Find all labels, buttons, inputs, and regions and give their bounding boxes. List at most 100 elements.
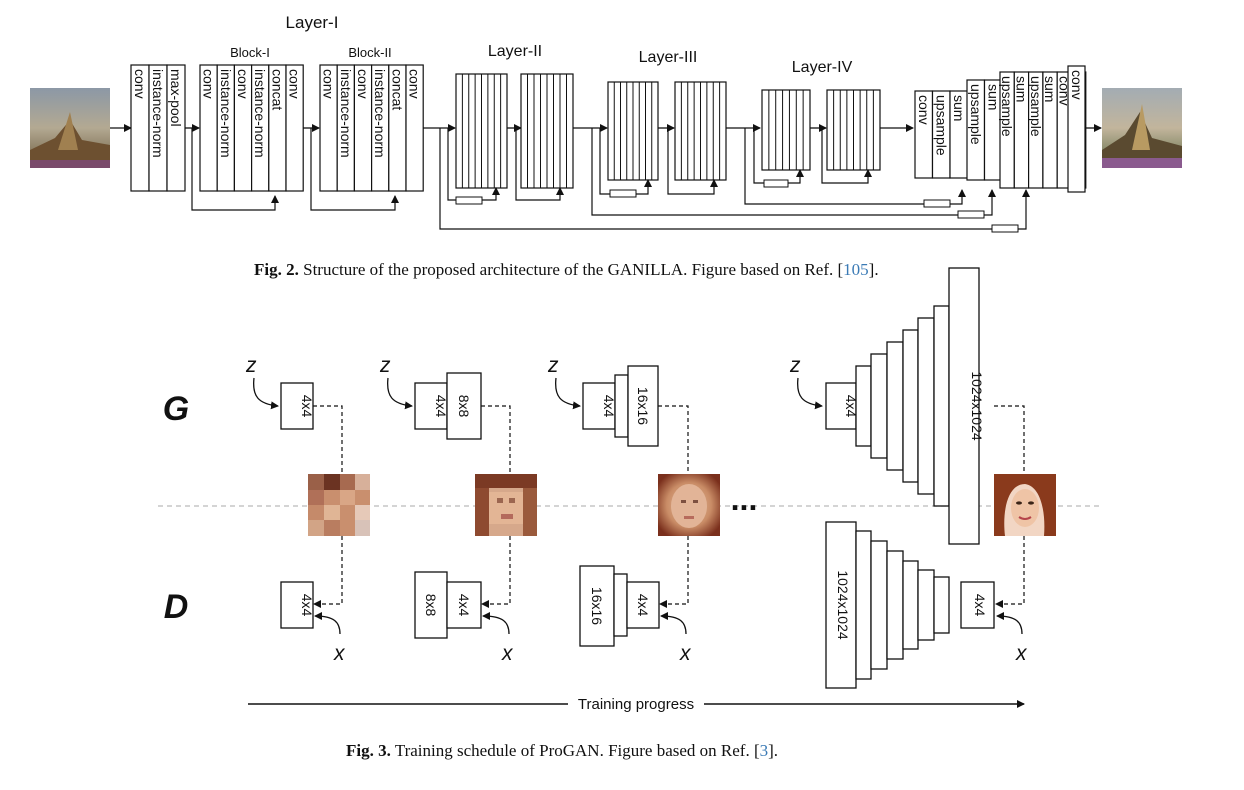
decoder-block-c: upsamplesumupsamplesumconvconvconv [999, 65, 1087, 193]
stage-2: z 4x4 8x8 8x8 4x4 x [379, 354, 537, 665]
d-pyramid-layer [855, 530, 872, 680]
layer-2-block-a [455, 73, 508, 189]
d-pyramid [825, 521, 995, 689]
training-progress-label: Training progress [578, 696, 694, 713]
generator-label: G [163, 390, 189, 428]
d-pyramid-layer [933, 576, 950, 634]
block-1-label: conv [235, 69, 251, 99]
stem-label: conv [132, 69, 148, 99]
x-label: x [501, 642, 514, 665]
d-pyramid-layer [902, 560, 919, 650]
block-2-skip [310, 128, 399, 211]
block-2-label: conv [407, 69, 423, 99]
g-stage-4-box-0: 4x4 [843, 395, 859, 418]
block-1-label: concat [269, 69, 285, 110]
block-2-label: concat [389, 69, 405, 110]
layer-2-title: Layer-II [488, 43, 542, 60]
block-2-title: Block-II [348, 45, 391, 60]
d-pyramid-layer [870, 540, 888, 670]
block-1-label: conv [201, 69, 217, 99]
block-2-label: conv [355, 69, 371, 99]
discriminator-label: D [164, 588, 189, 626]
layer-3-title: Layer-III [639, 49, 698, 66]
fig3-caption-text: Training schedule of ProGAN. Figure base… [394, 741, 760, 760]
x-label: x [679, 642, 692, 665]
z-label: z [379, 354, 391, 377]
decoder-b-label: upsample [968, 84, 984, 145]
block-1-title: Block-I [230, 45, 270, 60]
g-stage-4-box-1: 1024x1024 [969, 371, 985, 441]
input-landscape-image [30, 88, 110, 168]
decoder-b-label: sum [985, 84, 1001, 110]
d-stage-4-box-1: 4x4 [972, 594, 988, 617]
d-pyramid-layer [960, 581, 995, 629]
fig3-caption-ref-link[interactable]: 3 [759, 741, 769, 760]
d-stage-3-box-0: 16x16 [589, 587, 605, 625]
block-1-label: conv [287, 69, 303, 99]
block-2-label: conv [321, 69, 337, 99]
fig2-caption-text: Structure of the proposed architecture o… [303, 260, 844, 279]
stage-4: z 4x4 1024x1024 1024x1024 4x4 x [789, 267, 1056, 689]
stem-label: max-pool [168, 69, 184, 127]
decoder-c-label: sum [1042, 76, 1058, 102]
stage-1: z 4x4 4x4 x [245, 354, 370, 665]
stem-label: instance-norm [150, 69, 166, 158]
g-stage-2-box-1: 8x8 [456, 395, 472, 418]
fig2-caption: Fig. 2. Structure of the proposed archit… [254, 260, 879, 280]
d-stage-1-box-0: 4x4 [299, 594, 315, 617]
layer-3-block-a [607, 81, 659, 181]
layer-4-a-frame [761, 89, 811, 171]
decoder-c-final-cell [1067, 65, 1086, 193]
fig2-caption-ref-link[interactable]: 105 [843, 260, 869, 279]
fig2-caption-label: Fig. 2. [254, 260, 299, 279]
face-4x4-image [308, 474, 370, 536]
z-label: z [547, 354, 559, 377]
block-2-label: instance-norm [338, 69, 354, 158]
decoder-c-label: sum [1013, 76, 1029, 102]
d-stage-2-box-1: 4x4 [456, 594, 472, 617]
layer-4-block-b [826, 89, 881, 171]
fig3-caption: Fig. 3. Training schedule of ProGAN. Fig… [346, 741, 778, 761]
g-pyramid-layer [825, 382, 857, 430]
layer-4-title: Layer-IV [792, 59, 853, 76]
block-1-label: instance-norm [218, 69, 234, 158]
g-pyramid-layer [933, 305, 950, 507]
stage-3: z 4x4 16x16 16x16 4x4 x [547, 354, 720, 665]
fig3-caption-label: Fig. 3. [346, 741, 391, 760]
d-stage-2-box-0: 8x8 [423, 594, 439, 617]
g-stage-2-box-0: 4x4 [433, 395, 449, 418]
fig2-caption-end: ]. [868, 260, 879, 279]
d-pyramid-layer [886, 550, 904, 660]
face-16x16-image [658, 474, 720, 536]
block-2-label: instance-norm [372, 69, 388, 158]
z-label: z [245, 354, 257, 377]
ellipsis: ... [731, 481, 758, 517]
g-pyramid-layer [917, 317, 935, 495]
g-pyramid-layer [948, 267, 980, 545]
decoder-c-final-label: conv [1069, 70, 1085, 100]
fig3-caption-end: ]. [768, 741, 779, 760]
output-illustration-image [1102, 88, 1182, 168]
layer-1-title: Layer-I [286, 13, 339, 32]
z-label: z [789, 354, 801, 377]
x-label: x [1015, 642, 1028, 665]
face-8x8-image [475, 474, 537, 536]
g-stage-3-box-0: 4x4 [601, 395, 617, 418]
d-stage-4-box-0: 1024x1024 [835, 570, 851, 640]
g-stage-3-box-1: 16x16 [635, 387, 651, 425]
g-stage-1-box-0: 4x4 [299, 395, 315, 418]
decoder-a-label: upsample [933, 95, 949, 156]
g-pyramid-layer [902, 329, 919, 483]
d-stage-3-box-1: 4x4 [635, 594, 651, 617]
block-1-skip [191, 128, 279, 211]
d-pyramid-layer [917, 569, 935, 641]
layer-3-block-b [674, 81, 727, 181]
layer-2-block-b [520, 73, 574, 189]
g-pyramid-layer [870, 353, 888, 459]
